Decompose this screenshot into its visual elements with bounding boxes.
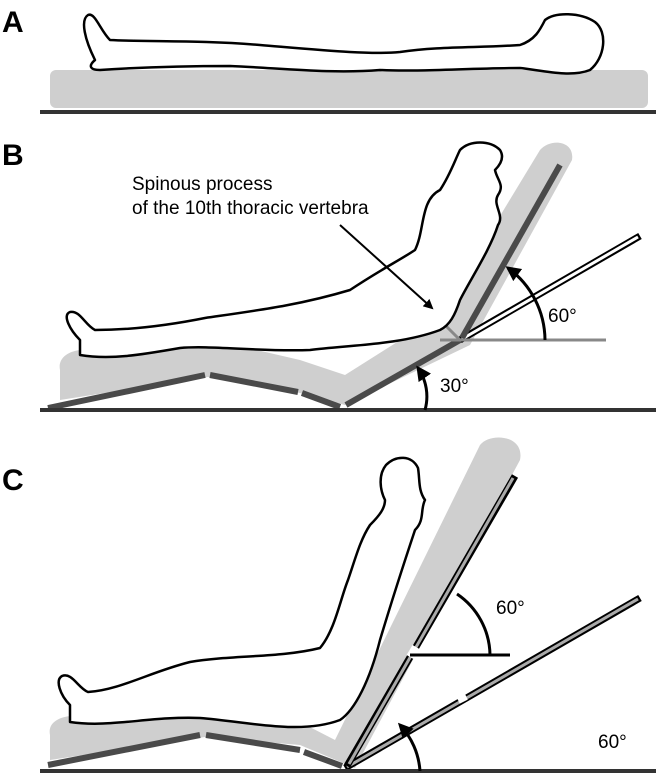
panel-a: A	[2, 6, 656, 114]
angle-arc-60	[505, 266, 547, 341]
angle-arc-60-backrest	[456, 592, 492, 656]
annotation-arrow	[339, 224, 434, 310]
annotation-line-1: Spinous process	[132, 174, 272, 195]
angle-label-60: 60°	[548, 306, 577, 327]
panel-b: B Spinous process of the 10th thoracic v…	[2, 139, 656, 412]
angle-label-60-base: 60°	[598, 732, 627, 753]
bed-frame-segment	[47, 732, 201, 768]
panel-label-c: C	[2, 464, 24, 497]
bed-frame-segment	[205, 732, 301, 753]
angle-arc-60-base	[397, 722, 422, 772]
panel-c: C 60° 60°	[2, 437, 656, 773]
angle-label-60-backrest: 60°	[496, 598, 525, 619]
angle-label-30: 30°	[440, 376, 469, 397]
bed-frame-segment	[344, 337, 462, 408]
bed-frame-segment	[47, 372, 206, 411]
angle-arc-30	[416, 365, 431, 411]
bed-frame-segment	[300, 390, 342, 410]
sitting-60-body-outline	[57, 456, 427, 729]
mattress	[49, 437, 521, 768]
supine-body-outline	[82, 13, 605, 75]
annotation-line-2: of the 10th thoracic vertebra	[132, 198, 369, 219]
panel-label-a: A	[2, 6, 24, 39]
mattress	[50, 70, 648, 108]
bed-frame-segment	[209, 372, 299, 395]
backrest-frame	[459, 163, 563, 340]
sitting-30-body-outline	[65, 141, 504, 359]
bed-frame-segment	[302, 749, 344, 769]
panel-label-b: B	[2, 139, 24, 172]
